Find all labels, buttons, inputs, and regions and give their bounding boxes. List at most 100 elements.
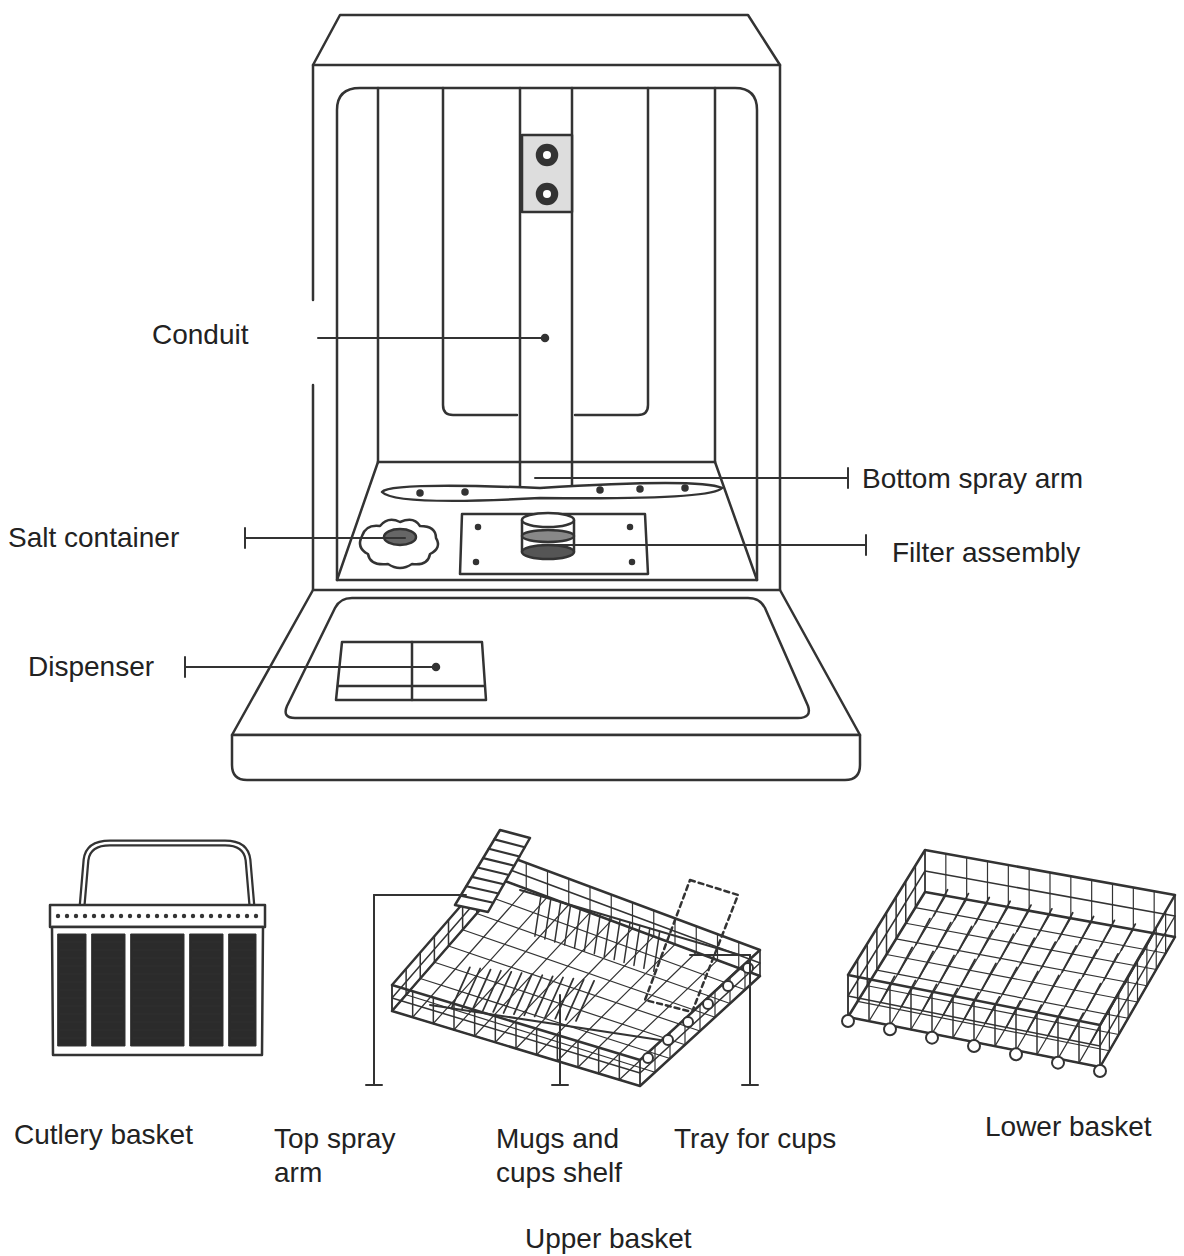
- mesh-line: [133, 1022, 182, 1023]
- flap-slat: [466, 886, 498, 893]
- mesh-line: [192, 1006, 221, 1007]
- mesh-line: [133, 1038, 182, 1039]
- cabinet-side: [779, 65, 782, 590]
- mesh-line: [60, 974, 84, 975]
- part-label: Tray for cups: [674, 1122, 836, 1156]
- cabinet-side: [312, 385, 315, 590]
- mesh-line: [192, 1030, 221, 1031]
- rim-hole: [128, 914, 132, 918]
- rack-tine: [1104, 954, 1118, 980]
- conduit-nozzle: [543, 151, 551, 159]
- rack-tine: [1003, 968, 1017, 994]
- basket-wire: [896, 939, 1147, 986]
- leader-line: [245, 537, 405, 539]
- rack-tine: [922, 985, 936, 1011]
- rack-tine: [504, 973, 522, 1013]
- mesh-line: [133, 990, 182, 991]
- mesh-line: [60, 1006, 84, 1007]
- mesh-line: [231, 942, 254, 943]
- spray-hole: [598, 488, 603, 493]
- rack-tine: [1006, 1001, 1020, 1027]
- rack-tine: [1017, 905, 1031, 931]
- spray-hole: [463, 490, 468, 495]
- tub-edge: [378, 461, 715, 464]
- rack-tine: [940, 956, 954, 982]
- mesh-line: [192, 998, 221, 999]
- rack-tine: [524, 975, 542, 1015]
- rim-hole: [83, 914, 87, 918]
- mesh-line: [133, 966, 182, 967]
- mesh-line: [60, 1022, 84, 1023]
- rack-tine: [996, 901, 1010, 927]
- mesh-line: [133, 942, 182, 943]
- rim-hole: [56, 914, 60, 918]
- mesh-line: [192, 1038, 221, 1039]
- mesh-panel: [190, 934, 223, 1046]
- mesh-line: [192, 950, 221, 951]
- basket-wheel: [723, 981, 733, 991]
- conduit-head: [522, 135, 572, 212]
- rack-tine: [473, 970, 491, 1010]
- basket-mid-rim: [392, 868, 760, 1073]
- basket-wire: [392, 1011, 640, 1086]
- rack-tine: [594, 914, 600, 954]
- basket-wheel: [968, 1040, 980, 1052]
- mesh-line: [192, 990, 221, 991]
- part-label: Mugs and cups shelf: [496, 1122, 646, 1190]
- rack-tine: [943, 989, 957, 1015]
- basket-wire: [887, 955, 1138, 1003]
- leader-tick: [742, 1084, 758, 1086]
- mesh-line: [60, 990, 84, 991]
- rack-tine: [1066, 980, 1080, 1006]
- tub-edge: [377, 88, 380, 462]
- plate-screw: [630, 560, 634, 564]
- tub-outline: [337, 88, 757, 580]
- rack-tine: [1142, 928, 1156, 954]
- rack-tine: [1087, 984, 1101, 1010]
- basket-wheel: [1094, 1065, 1106, 1077]
- rack-tine: [493, 972, 511, 1012]
- door-panel: [286, 598, 809, 718]
- rack-tine: [999, 934, 1013, 960]
- basket-wire: [449, 946, 701, 1031]
- rack-tine: [452, 967, 470, 1007]
- spray-arm: [382, 483, 722, 501]
- basket-wheel: [1052, 1057, 1064, 1069]
- basket-body: [52, 927, 263, 1055]
- rack-tine: [881, 976, 895, 1002]
- rack-tine: [624, 923, 630, 963]
- rack-tine: [979, 930, 993, 956]
- basket-wheel: [884, 1023, 896, 1035]
- mesh-line: [133, 1030, 182, 1031]
- conduit-nozzle: [543, 190, 551, 198]
- rack-tine: [644, 928, 650, 968]
- mesh-line: [192, 966, 221, 967]
- mesh-line: [231, 982, 254, 983]
- wall-panel: [443, 88, 517, 415]
- leader-tick: [366, 1084, 382, 1086]
- mesh-line: [60, 1038, 84, 1039]
- rack-tine: [576, 981, 594, 1021]
- filter-ring: [522, 545, 574, 559]
- rim-hole: [227, 914, 231, 918]
- rim-hole: [236, 914, 240, 918]
- rack-tine: [1048, 1009, 1062, 1035]
- mesh-line: [192, 1014, 221, 1015]
- mesh-line: [133, 958, 182, 959]
- mesh-line: [60, 958, 84, 959]
- rack-tine: [902, 980, 916, 1006]
- leader-dot: [433, 664, 439, 670]
- mesh-line: [60, 998, 84, 999]
- rim-hole: [218, 914, 222, 918]
- rack-tine: [614, 920, 620, 960]
- mesh-line: [94, 974, 123, 975]
- rack-tine: [954, 894, 968, 920]
- rack-tine: [958, 926, 972, 952]
- rim-hole: [155, 914, 159, 918]
- part-label: Salt container: [8, 521, 179, 555]
- rim-hole: [101, 914, 105, 918]
- conduit-nozzle: [537, 145, 557, 165]
- flap-slat: [472, 877, 504, 884]
- part-label: Lower basket: [985, 1110, 1152, 1144]
- mesh-line: [94, 958, 123, 959]
